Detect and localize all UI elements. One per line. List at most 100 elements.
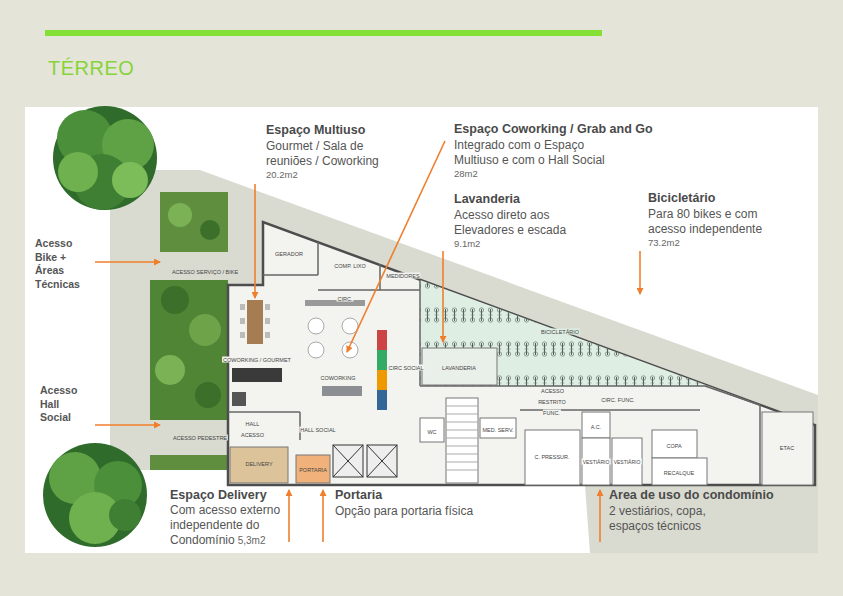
callout-heading-box: Area de uso do condomínio [609, 486, 774, 503]
callout-text: Integrado com o Espaço Multiuso e com o … [454, 138, 605, 167]
service-rooms [525, 430, 580, 485]
callout-heading: Lavanderia [454, 192, 520, 206]
furniture [232, 392, 246, 406]
room-name-box: VESTIÁRIO [613, 456, 642, 465]
furniture [322, 386, 362, 396]
walls [263, 274, 318, 276]
room-name: PORTARIA [298, 467, 328, 473]
service-rooms [333, 445, 363, 477]
access-label: Acesso Bike + Áreas Técnicas [35, 237, 80, 290]
room-name-box: HALL SOCIAL [299, 423, 336, 434]
room-name: HALL SOCIAL [299, 427, 336, 433]
garden [160, 192, 228, 252]
room-name: COMP. LIXO [333, 263, 366, 269]
laundry-room [422, 348, 497, 385]
walls [317, 242, 319, 275]
room-name: ACESSO RESTRITO FUNC. [538, 388, 566, 416]
furniture [377, 330, 387, 350]
room-name-box: RECALQUE [663, 466, 695, 477]
room-name-box: COPA [665, 439, 682, 450]
room-name: RECALQUE [663, 470, 695, 476]
room-name-box: GERADOR [274, 247, 304, 258]
bike-floor [420, 280, 760, 405]
room-name: LAVANDERIA [441, 365, 477, 371]
access-label-box: Acesso Bike + Áreas Técnicas [35, 236, 90, 290]
service-rooms [582, 438, 610, 485]
room-name: COPA [665, 443, 682, 449]
leader-lines [288, 490, 290, 542]
service-rooms [446, 398, 478, 483]
room-name-box: C. PRESSUR. [533, 450, 570, 461]
callout-text-box: Acesso direto aos Elevadores e escada [454, 207, 582, 237]
furniture [265, 318, 270, 324]
service-rooms [367, 445, 397, 477]
service-rooms [333, 445, 363, 477]
leader-lines [599, 490, 601, 542]
page-title: TÉRREO [48, 57, 134, 79]
area-value-box: 20.2m2 [266, 167, 298, 180]
callout-heading-box: Espaço Coworking / Grab and Go [454, 120, 653, 137]
service-rooms [230, 447, 288, 483]
furniture [377, 390, 387, 410]
area-value: 20.2m2 [266, 169, 298, 180]
room-name-box: MED. SERV. [481, 423, 514, 434]
room-name: CIRC. FUNC. [600, 397, 635, 403]
garden [189, 314, 221, 346]
area-value: 5,3m2 [238, 535, 266, 546]
room-name: GERADOR [274, 251, 304, 257]
callout-heading-box: Espaço Delivery [170, 486, 267, 503]
callout-text-box: Opção para portaria física [335, 503, 473, 518]
callout-heading-box: Lavanderia [454, 190, 520, 207]
leader-lines [95, 141, 640, 542]
callout-text: Para 80 bikes e com acesso independente [648, 207, 762, 236]
callout-heading: Espaço Multiuso [266, 123, 365, 137]
garden [150, 192, 228, 470]
room-name: ACESSO SERVIÇO / BIKE [171, 269, 239, 275]
room-name: VESTIÁRIO [613, 459, 642, 465]
walls [228, 411, 300, 413]
paving [110, 170, 818, 553]
building-outline [228, 222, 815, 485]
room-name-box: ACESSO SERVIÇO / BIKE [171, 265, 239, 276]
area-value-box: 9.1m2 [454, 236, 480, 249]
room-name: COWORKING / GOURMET [222, 357, 292, 363]
callout-text: 2 vestiários, copa, espaços técnicos [609, 504, 706, 533]
service-rooms [612, 438, 642, 485]
room-name: DELIVERY [244, 461, 273, 467]
area-value: 73.2m2 [648, 237, 680, 248]
callout-heading: Espaço Coworking / Grab and Go [454, 122, 653, 136]
tree [53, 106, 157, 210]
room-name-box: COWORKING [319, 371, 356, 382]
leader-lines [442, 251, 444, 342]
walls [759, 405, 761, 485]
callout-text-box: 2 vestiários, copa, espaços técnicos [609, 503, 744, 533]
room-name: BICICLETÁRIO [540, 329, 580, 335]
furniture [240, 318, 245, 324]
bike-racks [420, 280, 760, 405]
header-bar [45, 30, 602, 36]
furniture [265, 332, 270, 338]
access-label-box: Acesso Hall Social [40, 383, 90, 424]
garden [200, 220, 220, 240]
garden [168, 203, 192, 227]
room-name: COWORKING [319, 375, 356, 381]
furniture [232, 368, 282, 382]
leader-lines [95, 261, 160, 263]
tree [58, 152, 98, 192]
furniture [247, 300, 263, 344]
room-name: HALL ACESSO [241, 421, 265, 438]
room-name: ETAC [779, 445, 795, 451]
leader-lines [639, 251, 641, 294]
service-rooms [230, 398, 813, 485]
service-rooms [333, 445, 363, 477]
room-name-box: ACESSO PEDESTRE [172, 431, 228, 442]
garden [150, 280, 228, 420]
service-rooms [296, 455, 330, 483]
tree [43, 443, 147, 547]
area-value: 9.1m2 [454, 238, 480, 249]
room-name-box: ACESSO RESTRITO FUNC. [535, 384, 569, 417]
furniture [265, 304, 270, 310]
tree [112, 162, 148, 198]
